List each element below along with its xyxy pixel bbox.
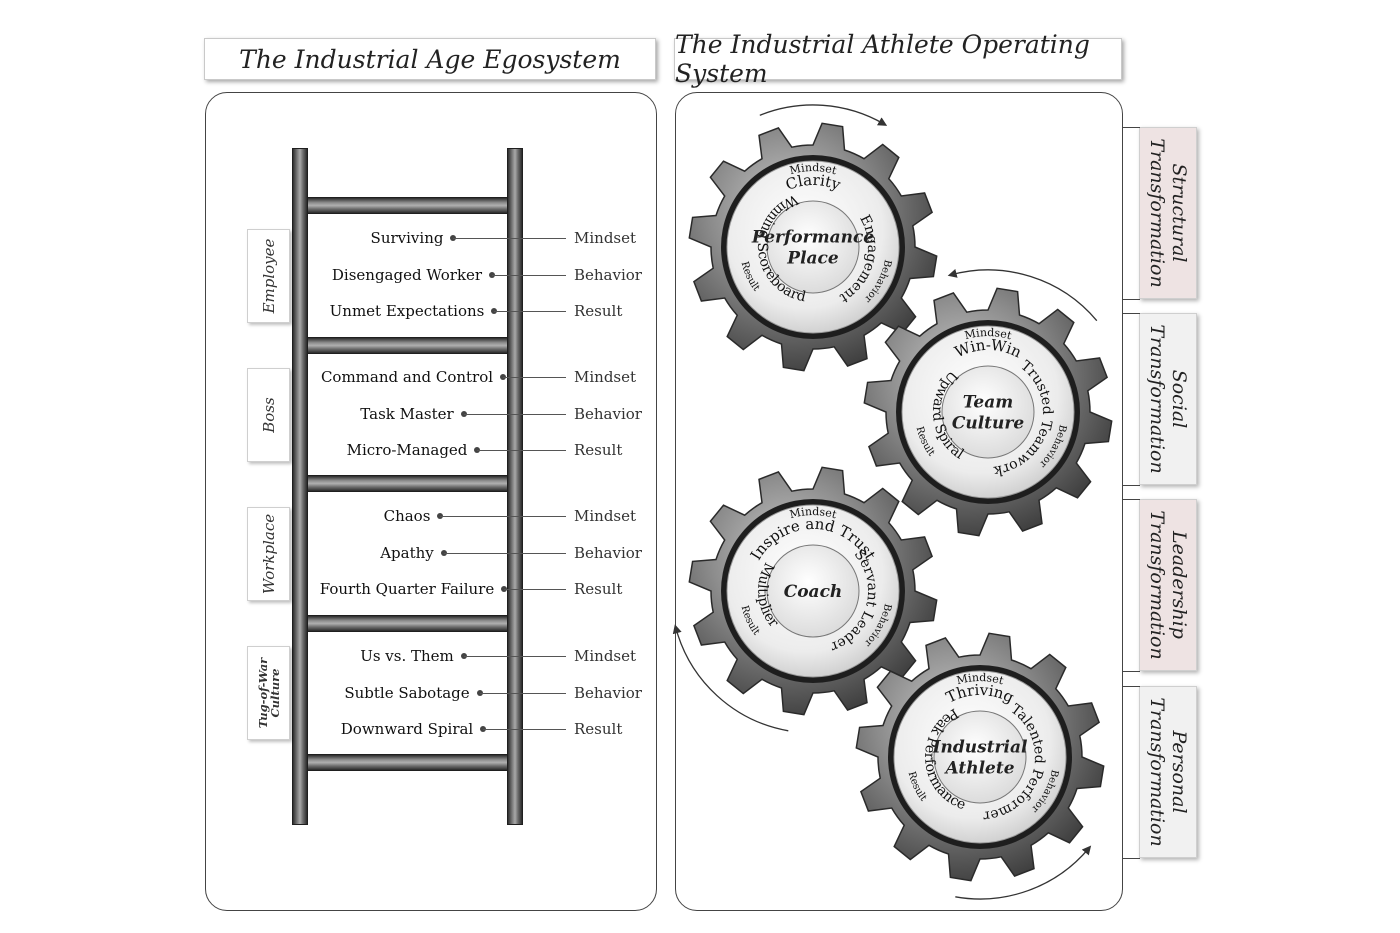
ladder-section-tab: Employee <box>247 229 290 323</box>
left-panel-title: The Industrial Age Egosystem <box>204 38 656 80</box>
gear-mindset-text-path: Clarity <box>783 171 843 194</box>
gear-hub <box>941 365 1035 459</box>
transformation-label-line: Leadership <box>1168 531 1190 639</box>
ladder-rail-right <box>507 148 523 825</box>
transformation-label-line: Transformation <box>1146 324 1168 474</box>
leader-line <box>504 589 566 591</box>
ladder-result-text: Downward Spiral <box>340 720 474 739</box>
leader-line <box>492 274 566 276</box>
ladder-result-text: Micro-Managed <box>346 441 468 460</box>
ladder-section-tab: Workplace <box>247 507 290 601</box>
transformation-label-line: Social <box>1168 369 1190 429</box>
leader-line <box>483 729 566 731</box>
curved-arrow-icon <box>672 624 789 732</box>
ladder-behavior-label: Behavior <box>574 543 642 562</box>
gear-center-label: Place <box>786 249 839 269</box>
tab-connector-vertical <box>1122 127 1123 858</box>
ladder-mindset-text: Surviving <box>370 229 444 247</box>
ladder-mindset-text: Command and Control <box>320 368 494 386</box>
curved-arrow-icon <box>759 104 888 126</box>
ladder-rung <box>308 754 507 771</box>
ladder-mindset-label: Mindset <box>574 229 637 247</box>
ladder-section-tab: Boss <box>247 368 290 462</box>
ladder-result-text: Unmet Expectations <box>329 302 485 321</box>
leader-line <box>453 238 566 239</box>
transformation-label-line: Personal <box>1168 730 1190 814</box>
ladder-mindset-text: Chaos <box>383 507 431 525</box>
leader-line <box>440 516 566 517</box>
transformation-label-line: Transformation <box>1146 697 1168 847</box>
ladder-behavior-label: Behavior <box>574 683 642 702</box>
gear-hub <box>933 710 1027 804</box>
gear-mindset-text: Clarity <box>783 171 843 194</box>
tab-connector-line <box>1122 499 1140 500</box>
leader-line <box>494 311 566 313</box>
ladder-mindset-label: Mindset <box>574 507 637 525</box>
ladder-mindset-label: Mindset <box>574 647 637 665</box>
gear-center-label: Culture <box>952 414 1025 434</box>
leader-line <box>477 450 566 452</box>
tab-connector-line <box>1122 686 1140 687</box>
ladder-rung <box>308 615 507 632</box>
ladder-result-label: Result <box>574 441 623 460</box>
ladder-result-label: Result <box>574 720 623 739</box>
gear-center-label: Athlete <box>943 759 1014 779</box>
tab-connector-line <box>1122 313 1140 314</box>
ladder-behavior-label: Behavior <box>574 265 642 284</box>
gear-0: MindsetClarityEngagementBehaviorWinning … <box>688 122 938 372</box>
ladder-mindset-text: Us vs. Them <box>360 647 454 665</box>
ladder-behavior-label: Behavior <box>574 404 642 423</box>
leader-line <box>463 656 566 657</box>
ladder-result-label: Result <box>574 580 623 599</box>
tab-connector-line <box>1122 485 1140 486</box>
ladder-result-text: Fourth Quarter Failure <box>319 580 495 599</box>
gear-center-label: Performance <box>751 228 874 248</box>
ladder-result-label: Result <box>574 302 623 321</box>
ladder-rung <box>308 197 507 214</box>
transformation-label-line: Transformation <box>1146 510 1168 660</box>
gear-center-label: Coach <box>784 582 843 602</box>
ladder-mindset-label: Mindset <box>574 368 637 386</box>
ladder-behavior-text: Subtle Sabotage <box>344 683 470 702</box>
ladder-behavior-text: Apathy <box>380 543 434 562</box>
gear-center-label: Industrial <box>932 738 1028 758</box>
curved-arrow-icon <box>955 845 1092 900</box>
leader-line <box>443 552 566 554</box>
tab-connector-line <box>1122 127 1140 128</box>
transformation-label-line: Structural <box>1168 163 1190 263</box>
leader-line <box>463 413 566 415</box>
gear-center-label: Team <box>963 393 1014 413</box>
gear-hub <box>766 544 860 638</box>
ladder-rung <box>308 475 507 492</box>
curved-arrow-icon <box>947 268 1098 322</box>
tab-connector-line <box>1122 299 1140 300</box>
ladder-behavior-text: Disengaged Worker <box>331 265 483 284</box>
tab-connector-line <box>1122 858 1140 859</box>
leader-line <box>479 692 566 694</box>
leader-line <box>503 377 566 378</box>
ladder-behavior-text: Task Master <box>360 404 454 423</box>
ladder-rung <box>308 337 507 354</box>
tab-connector-line <box>1122 671 1140 672</box>
gear-hub <box>766 200 860 294</box>
ladder-rail-left <box>292 148 308 825</box>
egosystem-panel <box>205 92 657 911</box>
transformation-label-line: Transformation <box>1146 138 1168 288</box>
